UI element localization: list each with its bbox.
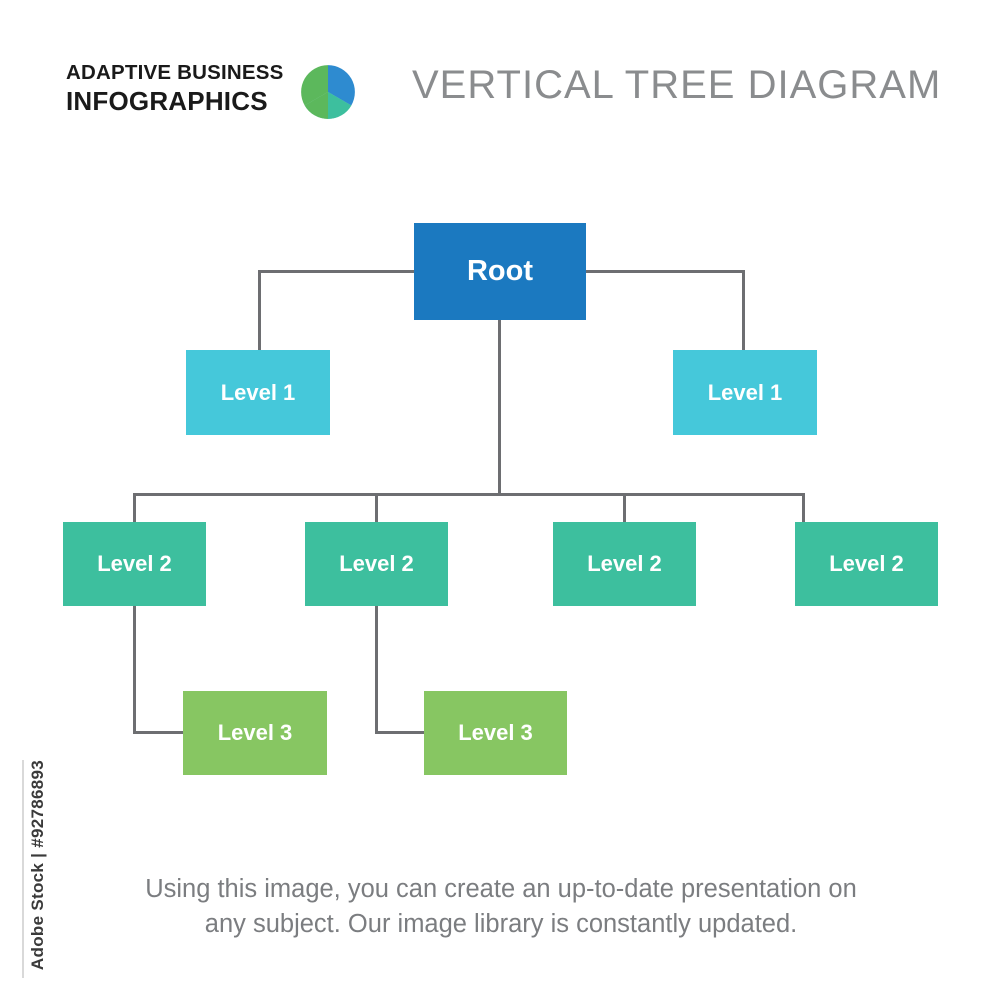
node-level1-1[interactable]: Level 1 xyxy=(186,350,330,435)
page-title: VERTICAL TREE DIAGRAM xyxy=(412,63,942,107)
connector-level1-left-drop xyxy=(258,270,261,352)
connector-level1-right-drop xyxy=(742,270,745,352)
pie-chart-icon xyxy=(301,65,355,119)
connector-level3-arm-1 xyxy=(133,731,185,734)
node-level3-1[interactable]: Level 3 xyxy=(183,691,327,775)
watermark-label: Adobe Stock | #92786893 xyxy=(28,759,47,971)
watermark-rule xyxy=(22,760,24,978)
node-level2-1[interactable]: Level 2 xyxy=(63,522,206,606)
node-level2-2[interactable]: Level 2 xyxy=(305,522,448,606)
caption-line-1: Using this image, you can create an up-t… xyxy=(145,875,857,903)
node-root[interactable]: Root xyxy=(414,223,586,320)
node-level3-2[interactable]: Level 3 xyxy=(424,691,567,775)
caption-block: Using this image, you can create an up-t… xyxy=(56,872,946,942)
connector-level3-drop-2 xyxy=(375,604,378,733)
node-level2-4[interactable]: Level 2 xyxy=(795,522,938,606)
connector-level2-drop-3 xyxy=(623,493,626,524)
connector-level3-arm-2 xyxy=(375,731,426,734)
connector-level2-bus xyxy=(133,493,805,496)
caption-line-2: any subject. Our image library is consta… xyxy=(204,910,798,939)
connector-level2-drop-4 xyxy=(802,493,805,524)
connector-root-spine xyxy=(498,319,501,495)
connector-level2-drop-2 xyxy=(375,493,378,524)
connector-root-right-arm xyxy=(585,270,745,273)
brand-line-1: ADAPTIVE BUSINESS xyxy=(66,61,284,84)
node-level2-3[interactable]: Level 2 xyxy=(553,522,696,606)
connector-level2-drop-1 xyxy=(133,493,136,524)
connector-level3-drop-1 xyxy=(133,604,136,733)
node-level1-2[interactable]: Level 1 xyxy=(673,350,817,435)
brand-line-2: INFOGRAPHICS xyxy=(66,85,268,116)
connector-root-left-arm xyxy=(258,270,415,273)
brand-logotype: ADAPTIVE BUSINESS INFOGRAPHICS xyxy=(66,61,296,116)
